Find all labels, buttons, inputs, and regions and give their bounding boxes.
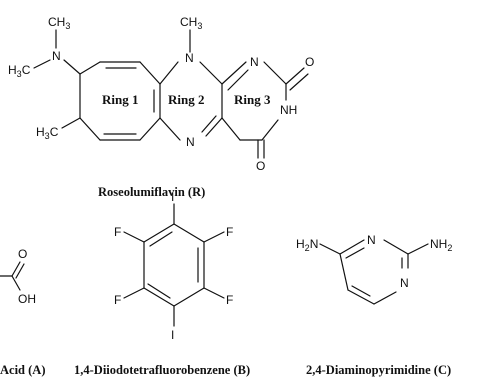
label-ch3-amino-top: CH3: [48, 15, 70, 31]
atom-b-f-top-right: F: [226, 225, 233, 239]
atom-b-f-top-left: F: [114, 225, 121, 239]
label-ch3-n10: CH3: [180, 15, 202, 31]
atom-b-f-bottom-left: F: [114, 293, 121, 307]
caption-diaminopyrimidine: 2,4-Diaminopyrimidine (C): [306, 363, 451, 377]
atom-b-i-bottom: I: [171, 328, 174, 342]
atom-nh3: NH: [280, 103, 297, 117]
atom-n-dimethylamino: N: [52, 49, 61, 63]
diiodotetrafluorobenzene-structure: I I F F F F 1,4-Diiodotetrafluorobenzene…: [74, 190, 250, 377]
atom-o4: O: [256, 159, 265, 173]
atom-o2: O: [305, 55, 314, 69]
atom-c-n-bottom: N: [400, 276, 409, 290]
label-h3c-amino-left: H3C: [8, 63, 31, 79]
diaminopyrimidine-structure: N N H2N NH2 2,4-Diaminopyrimidine (C): [296, 233, 452, 377]
atom-n10: N: [185, 51, 194, 65]
label-h2n: H2N: [296, 237, 318, 253]
label-h3c-ring: H3C: [36, 125, 59, 141]
atom-acid-oh: OH: [18, 292, 36, 306]
caption-acid: Acid (A): [0, 363, 45, 377]
caption-diiodotetrafluorobenzene: 1,4-Diiodotetrafluorobenzene (B): [74, 363, 250, 377]
ring-1-label: Ring 1: [102, 92, 138, 107]
label-nh2: NH2: [430, 237, 452, 253]
ring-2-label: Ring 2: [168, 92, 204, 107]
roseolumiflavin-structure: N N N N NH O O CH3 CH3 H3C H3C Ring 1 Ri…: [8, 15, 314, 199]
atom-c-n-top: N: [367, 233, 376, 247]
atom-n5: N: [186, 135, 195, 149]
ring-3-label: Ring 3: [234, 92, 271, 107]
caption-roseolumiflavin: Roseolumiflavin (R): [98, 185, 205, 199]
acid-structure: O OH Acid (A): [0, 247, 45, 377]
atom-b-f-bottom-right: F: [226, 293, 233, 307]
atom-b-i-top: I: [171, 190, 174, 204]
atom-n1: N: [250, 55, 259, 69]
atom-acid-o: O: [18, 247, 27, 261]
